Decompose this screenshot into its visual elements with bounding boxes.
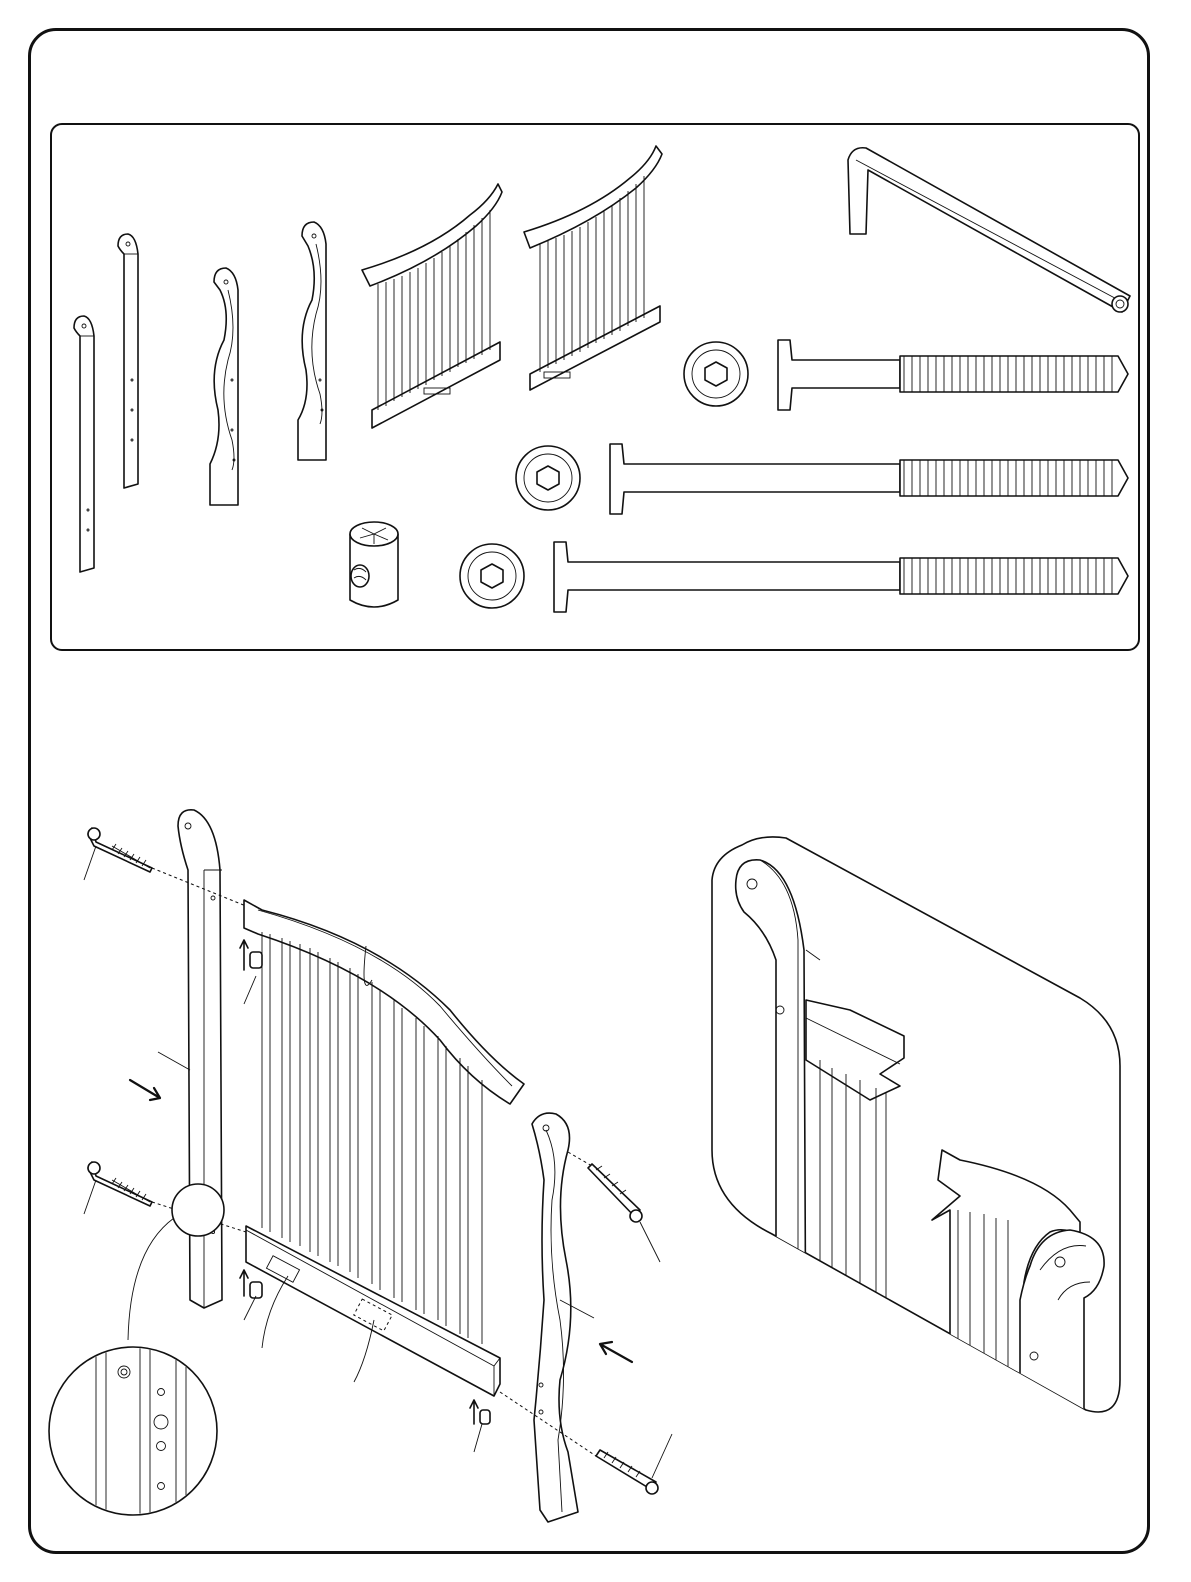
part-barrel-nut bbox=[350, 522, 398, 607]
part-bedpost-b bbox=[118, 234, 138, 488]
part-leg-wavy-a bbox=[210, 268, 238, 505]
part-bolt-short bbox=[684, 340, 1128, 410]
part-spindle-panel-a bbox=[362, 184, 502, 428]
part-bolt-long bbox=[460, 542, 1128, 612]
part-spindle-panel-b bbox=[524, 146, 662, 390]
part-allen-key bbox=[848, 148, 1130, 312]
part-bolt-medium bbox=[516, 444, 1128, 514]
part-bedpost-a bbox=[74, 316, 94, 572]
corner-detail-panel bbox=[712, 837, 1120, 1420]
hole-detail-circle bbox=[49, 1184, 224, 1530]
part-leg-wavy-b bbox=[298, 222, 326, 460]
